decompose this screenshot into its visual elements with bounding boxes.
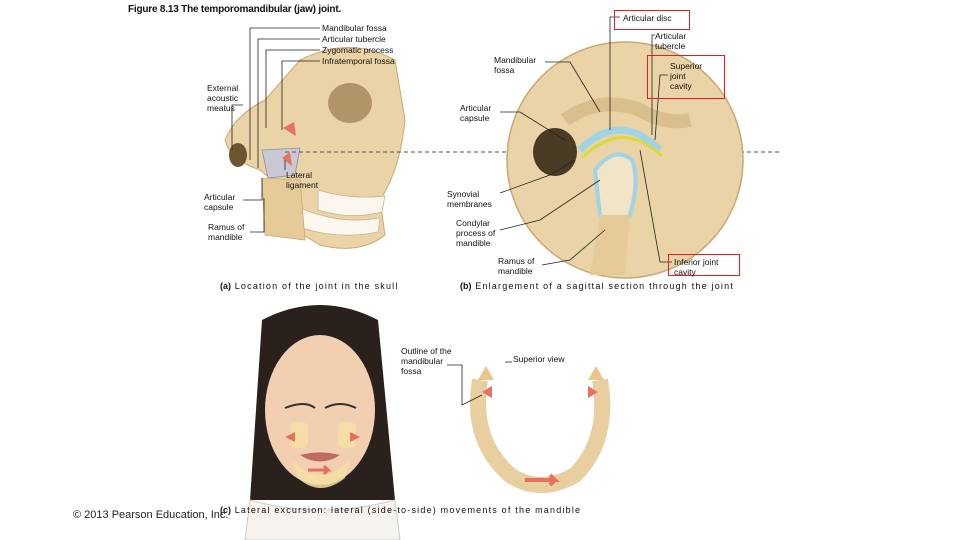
label-mandibular-fossa-b: Mandibular fossa [494, 55, 537, 75]
caption-letter-c: (c) [220, 505, 231, 515]
label-ramus-of-mandible-a: Ramus of mandible [208, 222, 245, 242]
label-superior-joint-cavity: Superior joint cavity [670, 61, 703, 91]
label-condylar-process: Condylar process of mandible [456, 218, 496, 248]
leader-lines-panel-c [447, 361, 512, 406]
skull-illustration [224, 47, 406, 249]
sagittal-section-illustration [506, 41, 744, 279]
label-articular-capsule-a: Articular capsule [204, 192, 236, 212]
label-ramus-of-mandible-b: Ramus of mandible [498, 256, 535, 276]
face-illustration [244, 305, 401, 540]
figure-title: Figure 8.13 The temporomandibular (jaw) … [128, 4, 342, 15]
label-articular-capsule-b: Articular capsule [460, 103, 492, 123]
caption-letter-b: (b) [460, 281, 472, 291]
caption-text-c: Lateral excursion: lateral (side-to-side… [234, 505, 582, 515]
highlight-box-articular-disc [614, 10, 690, 30]
highlight-box-superior-joint-cavity [647, 55, 725, 99]
highlight-box-inferior-joint-cavity [668, 254, 740, 276]
label-superior-view: Superior view [513, 354, 565, 364]
caption-text-a: Location of the joint in the skull [234, 281, 399, 291]
label-articular-disc: Articular disc [623, 13, 672, 23]
caption-panel-b: (b) Enlargement of a sagittal section th… [460, 281, 734, 291]
label-articular-tubercle-b: Articular tubercle [655, 31, 687, 51]
label-articular-tubercle: Articular tubercle [322, 34, 386, 44]
label-outline-mandibular-fossa: Outline of the mandibular fossa [401, 346, 452, 376]
label-external-acoustic-meatus: External acoustic meatus [207, 83, 239, 113]
label-infratemporal-fossa: Infratemporal fossa [322, 56, 395, 66]
caption-panel-a: (a) Location of the joint in the skull [220, 281, 399, 291]
label-zygomatic-process: Zygomatic process [322, 45, 394, 55]
copyright-notice: © 2013 Pearson Education, Inc. [73, 509, 229, 521]
leader-lines-panel-a [231, 27, 320, 233]
caption-letter-a: (a) [220, 281, 231, 291]
caption-panel-c: (c) Lateral excursion: lateral (side-to-… [220, 505, 581, 515]
label-inferior-joint-cavity: Inferior joint cavity [674, 257, 719, 277]
mandible-superior-view [470, 366, 611, 493]
label-synovial-membranes: Synovial membranes [447, 189, 492, 209]
caption-text-b: Enlargement of a sagittal section throug… [475, 281, 735, 291]
label-mandibular-fossa: Mandibular fossa [322, 23, 387, 33]
label-lateral-ligament: Lateral ligament [286, 170, 319, 190]
